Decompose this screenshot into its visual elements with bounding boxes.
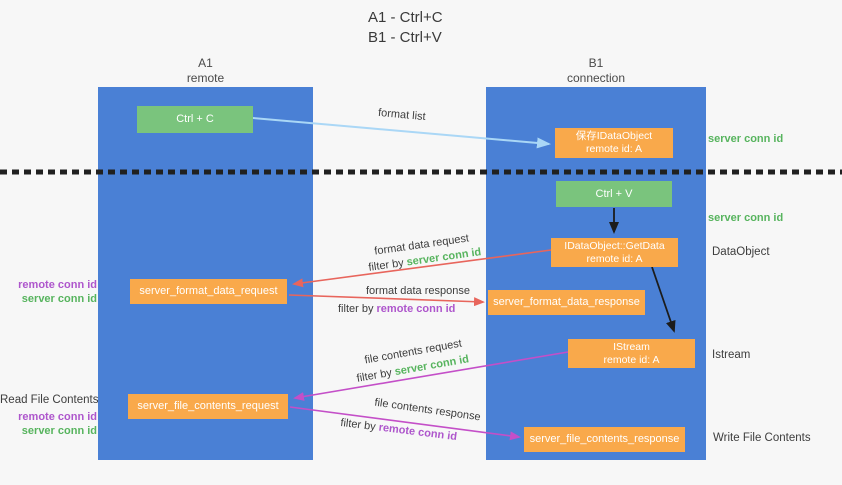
server-file-contents-request-label: server_file_contents_request <box>137 400 279 412</box>
read-file-contents-label: Read File Contents <box>0 394 99 406</box>
remote-conn-id-text: remote conn id <box>376 303 456 315</box>
column-b-header: B1 connection <box>486 56 706 86</box>
server-format-data-response-label: server_format_data_response <box>493 296 640 308</box>
save-dataobject-box: 保存IDataObject remote id: A <box>555 128 673 158</box>
filter-by-text: filter by <box>367 257 405 274</box>
title-line-1: A1 - Ctrl+C <box>368 9 443 26</box>
server-conn-id-right-mid: server conn id <box>708 212 784 224</box>
istream-line1: IStream <box>613 340 650 353</box>
column-b-id: B1 <box>588 56 604 70</box>
istream-label: Istream <box>712 349 751 361</box>
left-conn-id-pair-2: remote conn id server conn id <box>0 410 97 438</box>
save-dataobject-line2: remote id: A <box>585 143 643 155</box>
remote-conn-id-text: remote conn id <box>377 421 458 444</box>
column-a-role: remote <box>186 71 225 85</box>
ctrl-v-label: Ctrl + V <box>595 187 633 200</box>
save-dataobject-line1: 保存IDataObject <box>575 130 653 142</box>
format-list-label: format list <box>377 106 427 124</box>
column-a-id: A1 <box>198 56 213 70</box>
server-file-contents-response-box: server_file_contents_response <box>524 427 685 452</box>
title-line-2: B1 - Ctrl+V <box>368 29 442 46</box>
column-a-header: A1 remote <box>98 56 313 86</box>
dataobject-label: DataObject <box>712 246 770 258</box>
server-file-contents-response-label: server_file_contents_response <box>529 433 680 445</box>
filter-by-text: filter by <box>339 416 377 434</box>
diagram-title: A1 - Ctrl+C B1 - Ctrl+V <box>368 8 443 48</box>
getdata-box: IDataObject::GetData remote id: A <box>551 238 678 267</box>
file-contents-response-label: file contents response <box>373 396 482 424</box>
getdata-line2: remote id: A <box>586 252 643 265</box>
write-file-contents-label: Write File Contents <box>713 432 811 444</box>
ctrl-c-box: Ctrl + C <box>137 106 253 133</box>
server-conn-id-right-top: server conn id <box>708 133 784 145</box>
filter-by-remote-conn-id-label-1: filter by remote conn id <box>338 303 455 315</box>
format-data-response-label: format data response <box>366 285 470 297</box>
server-format-data-request-label: server_format_data_request <box>139 285 278 297</box>
server-conn-id-text: server conn id <box>21 293 97 305</box>
left-conn-id-pair-1: remote conn id server conn id <box>0 278 97 306</box>
filter-by-text: filter by <box>355 366 393 385</box>
server-format-data-request-box: server_format_data_request <box>130 279 287 304</box>
remote-conn-id-text: remote conn id <box>18 279 97 291</box>
server-file-contents-request-box: server_file_contents_request <box>128 394 288 419</box>
remote-conn-id-text: remote conn id <box>18 411 97 423</box>
filter-by-remote-conn-id-label-2: filter by remote conn id <box>340 417 458 443</box>
server-conn-id-text: server conn id <box>21 425 97 437</box>
istream-box: IStream remote id: A <box>568 339 695 368</box>
ctrl-v-box: Ctrl + V <box>556 181 672 207</box>
getdata-line1: IDataObject::GetData <box>564 239 665 252</box>
server-format-data-response-box: server_format_data_response <box>488 290 645 315</box>
column-b-role: connection <box>566 71 626 85</box>
ctrl-c-label: Ctrl + C <box>176 113 214 125</box>
filter-by-text: filter by <box>338 303 374 315</box>
istream-line2: remote id: A <box>603 353 660 366</box>
